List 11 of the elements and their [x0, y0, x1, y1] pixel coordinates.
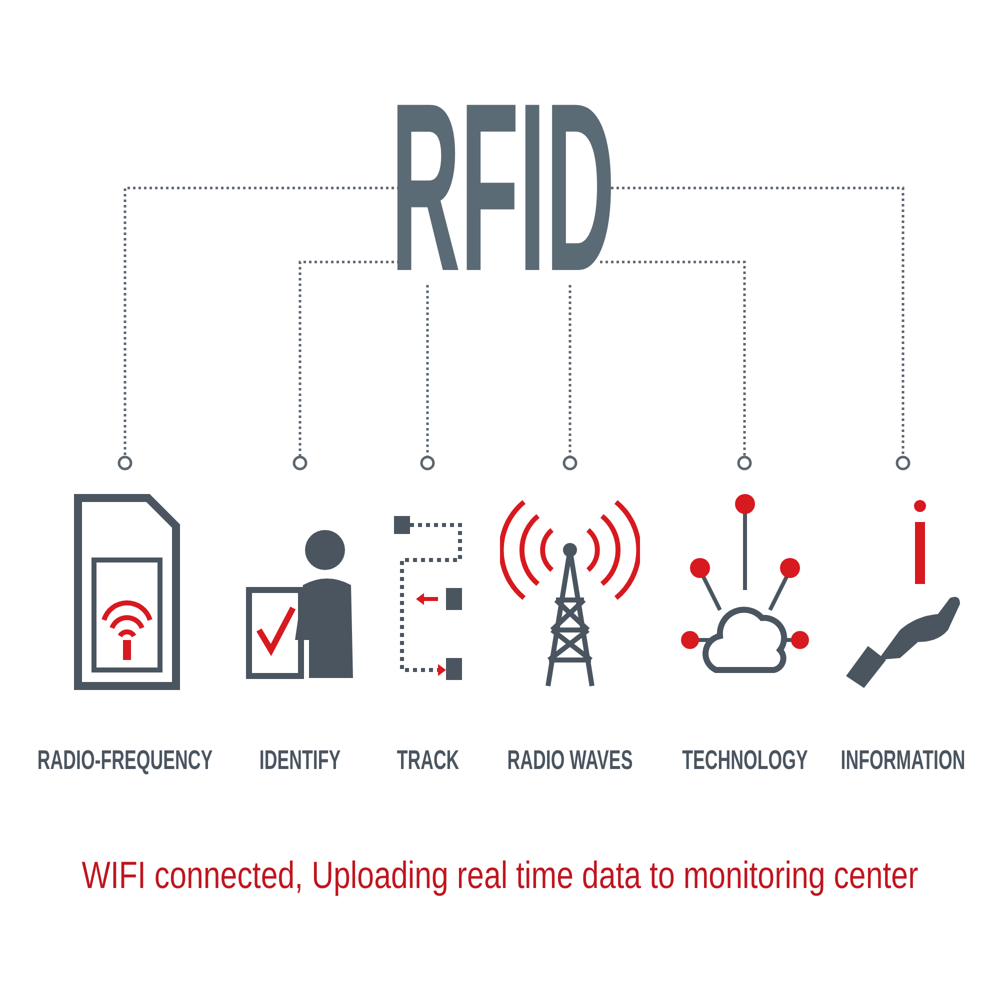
icon-label: TRACK — [396, 745, 459, 776]
icon-label: IDENTIFY — [259, 745, 341, 776]
heading-text: RFID — [390, 85, 614, 289]
caption: WIFI connected, Uploading real time data to monitoring center — [82, 855, 918, 898]
icon-label: RADIO-FREQUENCY — [37, 745, 213, 776]
connector-line — [420, 285, 435, 470]
icon-label: RADIO WAVES — [507, 745, 633, 776]
icon-label: INFORMATION — [840, 745, 966, 776]
connector-line — [600, 260, 752, 470]
icon-label: TECHNOLOGY — [682, 745, 808, 776]
connector-line — [562, 285, 578, 470]
